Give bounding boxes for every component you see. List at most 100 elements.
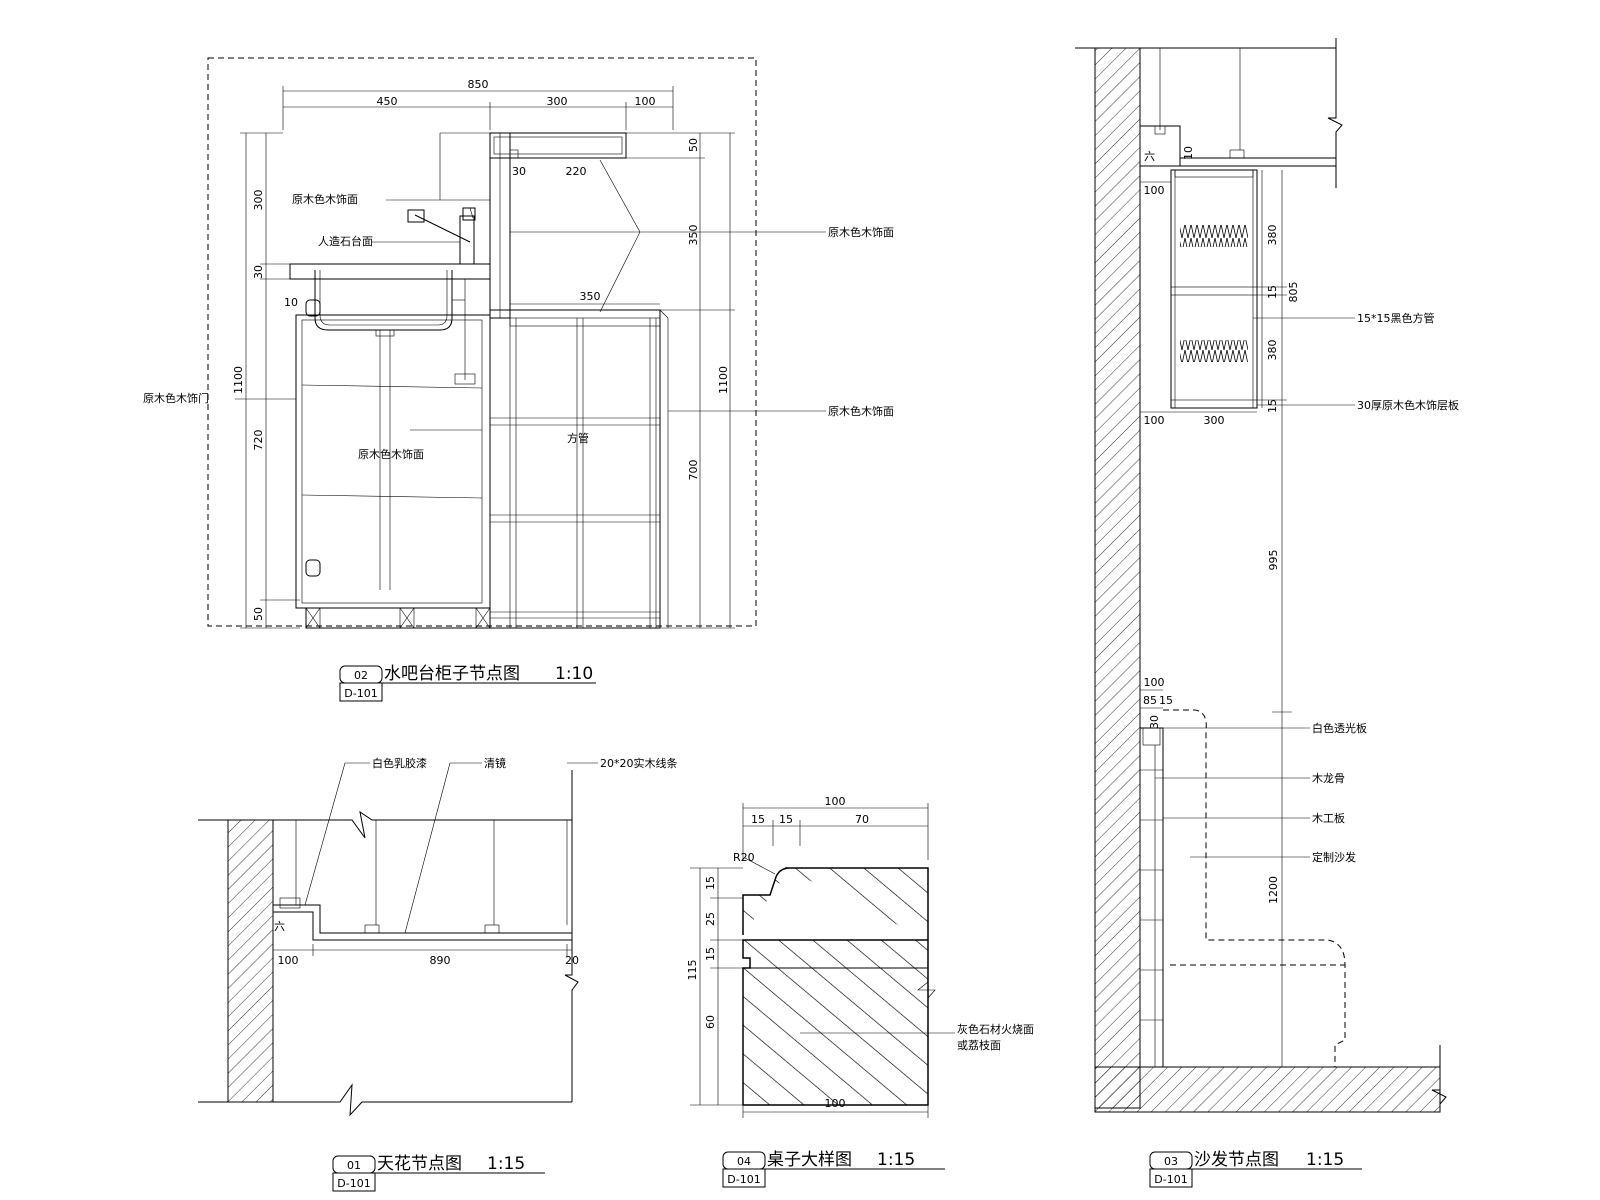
label-stone-top: 人造石台面 — [318, 234, 373, 248]
dim-bottom-100: 100 — [825, 1097, 846, 1110]
label-square-tube: 方管 — [567, 431, 589, 445]
dim-30: 30 — [512, 165, 526, 178]
counter-top — [289, 263, 491, 280]
dim-v115: 115 — [686, 960, 699, 981]
plants-lower — [1180, 340, 1248, 362]
tube-frame: 350 方管 — [489, 290, 669, 629]
plants-upper — [1180, 225, 1248, 247]
dim-15a: 15 — [1266, 285, 1279, 299]
dim-1200: 1200 — [1267, 876, 1280, 904]
dim-300: 300 — [1204, 414, 1225, 427]
dim-right-700: 700 — [687, 460, 700, 481]
dims-left: 300 30 1100 720 50 10 — [232, 132, 300, 629]
title-01-text: 天花节点图 — [377, 1154, 462, 1174]
dim-20: 20 — [565, 954, 579, 967]
title-02-scale: 1:10 — [555, 664, 593, 684]
label-wood-finish-4: 原木色木饰面 — [828, 404, 894, 418]
dim-10: 10 — [1182, 146, 1195, 160]
dim-t15a: 15 — [751, 813, 765, 826]
faucet — [407, 207, 476, 265]
title-02: 02 D-101 水吧台柜子节点图 1:10 — [339, 664, 596, 702]
label-stone-1: 灰色石材火烧面 — [957, 1022, 1034, 1036]
dim-r20: R20 — [733, 851, 755, 864]
dim-left-1100: 1100 — [232, 366, 245, 394]
dim-100: 100 — [635, 95, 656, 108]
sofa-outline — [1163, 709, 1346, 1067]
label-wood-strip: 20*20实木线条 — [600, 756, 678, 770]
dim-30: 30 — [1148, 715, 1161, 729]
wall-hatch — [227, 819, 274, 1103]
dim-left-10: 10 — [284, 296, 298, 309]
sink-cabinet — [295, 299, 491, 629]
dim-v25: 25 — [704, 912, 717, 926]
leaders-02: 原木色木饰面 人造石台面 原木色木饰面 原木色木饰门 原木色木饰面 原木色木饰面 — [143, 132, 894, 461]
label-mirror: 清镜 — [484, 756, 506, 770]
dim-left-300: 300 — [252, 190, 265, 211]
dim-300: 300 — [547, 95, 568, 108]
label-custom-sofa: 定制沙发 — [1312, 850, 1356, 864]
dim-85: 85 — [1143, 694, 1157, 707]
dims-top: 850 450 300 100 — [282, 78, 674, 130]
label-stone-2: 或荔枝面 — [957, 1038, 1001, 1052]
drawing-04-table: 100 15 15 70 R20 15 25 15 115 60 100 灰色石… — [686, 795, 1034, 1188]
dim-15b: 15 — [1266, 399, 1279, 413]
dim-v15a: 15 — [704, 876, 717, 890]
label-wood-board: 木工板 — [1312, 811, 1345, 825]
dashed-frame — [207, 57, 757, 627]
label-wood-finish-1: 原木色木饰面 — [292, 192, 358, 206]
dim-100c: 100 — [1144, 676, 1165, 689]
dim-right-1100: 1100 — [717, 366, 730, 394]
dim-220: 220 — [566, 165, 587, 178]
dim-t15b: 15 — [779, 813, 793, 826]
dim-850: 850 — [468, 78, 489, 91]
title-03-scale: 1:15 — [1306, 1150, 1344, 1170]
label-wood-finish-3: 原木色木饰面 — [358, 447, 424, 461]
dim-350: 350 — [580, 290, 601, 303]
tag-04-ref: D-101 — [727, 1173, 760, 1186]
dim-380b: 380 — [1266, 340, 1279, 361]
dim-805: 805 — [1287, 282, 1300, 303]
title-02-text: 水吧台柜子节点图 — [384, 664, 520, 684]
tag-01-number: 01 — [347, 1159, 361, 1172]
dim-v15b: 15 — [704, 947, 717, 961]
label-white-latex: 白色乳胶漆 — [372, 756, 427, 770]
dim-t70: 70 — [855, 813, 869, 826]
dim-right-350: 350 — [687, 225, 700, 246]
tag-02-number: 02 — [354, 669, 368, 682]
tag-03-number: 03 — [1164, 1155, 1178, 1168]
dim-v60: 60 — [704, 1015, 717, 1029]
dim-995: 995 — [1267, 550, 1280, 571]
drawing-03-sofa: 六 10 100 380 15 805 380 15 100 300 — [1075, 38, 1459, 1188]
floor-hatch — [1094, 1066, 1441, 1113]
wall-hatch — [1094, 47, 1141, 1109]
label-black-tube: 15*15黑色方管 — [1357, 311, 1435, 325]
dim-100a: 100 — [1144, 184, 1165, 197]
dim-100: 100 — [278, 954, 299, 967]
label-wood-keel: 木龙骨 — [1312, 772, 1345, 785]
label-wood-shelf: 30厚原木色木饰层板 — [1357, 398, 1459, 412]
dim-left-50: 50 — [252, 607, 265, 621]
title-04-scale: 1:15 — [877, 1150, 915, 1170]
shelf-unit — [1170, 169, 1258, 409]
ceiling-lamp-symbol: 六 — [274, 920, 285, 933]
label-wood-door: 原木色木饰门 — [143, 391, 209, 405]
drawing-02-cabinet: 850 450 300 100 300 30 1100 720 50 10 — [143, 57, 894, 702]
title-04-text: 桌子大样图 — [767, 1150, 852, 1170]
dim-top-100: 100 — [825, 795, 846, 808]
ceiling-lamp-symbol: 六 — [1144, 150, 1155, 163]
drawing-01-ceiling: 六 100 890 20 白色乳胶漆 清镜 20*20实木线条 01 D-101… — [198, 756, 678, 1192]
tag-01-ref: D-101 — [337, 1177, 370, 1190]
title-03-text: 沙发节点图 — [1194, 1150, 1279, 1170]
dim-890: 890 — [430, 954, 451, 967]
dim-100b: 100 — [1144, 414, 1165, 427]
dims-right: 50 350 1100 700 — [626, 132, 735, 629]
dim-right-50: 50 — [687, 138, 700, 152]
tag-03-ref: D-101 — [1154, 1173, 1187, 1186]
title-01-scale: 1:15 — [487, 1154, 525, 1174]
dim-380a: 380 — [1266, 225, 1279, 246]
label-white-panel: 白色透光板 — [1312, 721, 1367, 735]
tag-04-number: 04 — [737, 1155, 751, 1168]
sofa-back-frame — [1139, 727, 1164, 1068]
stone-body — [742, 867, 929, 1106]
